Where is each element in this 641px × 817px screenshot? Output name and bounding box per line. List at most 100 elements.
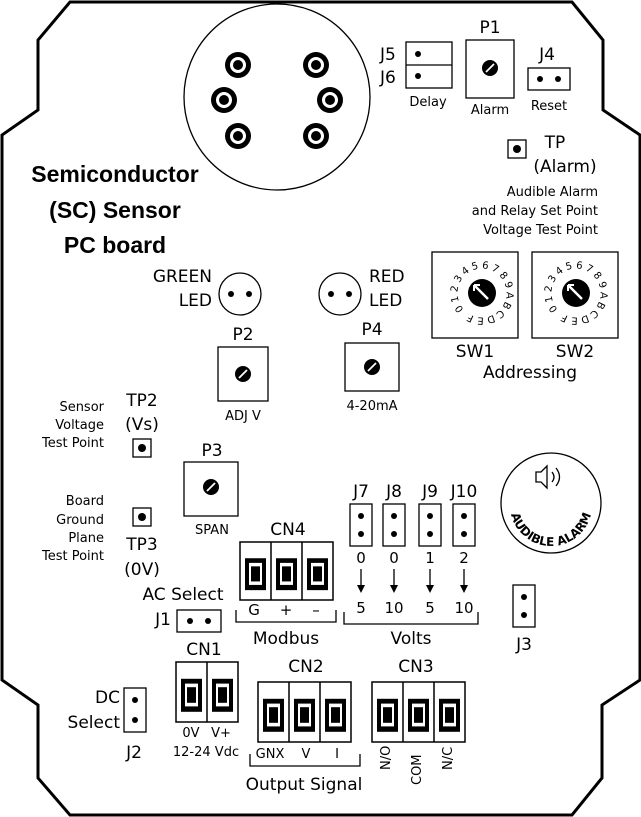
j3-jumper[interactable] xyxy=(512,584,536,628)
tp-alarm-testpoint[interactable] xyxy=(507,139,527,159)
dial-char: 2 xyxy=(543,285,555,293)
tp3-label: TP3 xyxy=(125,535,157,555)
cn4-pin-plus: + xyxy=(280,601,293,619)
modbus-label: Modbus xyxy=(253,629,319,649)
cn2-connector[interactable] xyxy=(257,681,352,743)
jumper-top-value: 0 xyxy=(389,549,399,567)
tp2-testpoint[interactable] xyxy=(132,438,152,458)
board-title-line1: Semiconductor xyxy=(31,161,198,187)
cn3-pin-no: N/O xyxy=(379,746,394,770)
jumper-bottom-value: 5 xyxy=(356,599,366,617)
reset-label: Reset xyxy=(531,99,567,114)
speaker-icon xyxy=(535,464,561,490)
dial-char: 6 xyxy=(481,260,489,272)
j5-label: J5 xyxy=(379,45,396,65)
jumper-top-value: 0 xyxy=(356,549,366,567)
green-led-label1: GREEN xyxy=(153,267,212,287)
cn2-pin-gnx: GNX xyxy=(256,747,285,762)
j1-jumper[interactable] xyxy=(176,609,222,633)
tp3-desc-line3: Plane xyxy=(68,531,104,546)
dial-char: 7 xyxy=(584,263,595,276)
tp2-desc-line1: Sensor xyxy=(59,400,104,415)
cn4-connector[interactable] xyxy=(239,541,334,601)
cn2-label: CN2 xyxy=(288,657,323,677)
dial-char: 4 xyxy=(554,265,566,278)
audible-alarm: AUDIBLE ALARM xyxy=(500,452,602,554)
jumper-label: J7 xyxy=(352,482,369,502)
dial-char: 3 xyxy=(547,274,560,285)
volts-bracket xyxy=(343,612,479,625)
j6-label: J6 xyxy=(379,68,396,88)
tp-desc-line3: Voltage Test Point xyxy=(483,223,598,238)
dial-char: D xyxy=(485,312,496,325)
dial-char: F xyxy=(465,311,475,324)
cn2-pin-v: V xyxy=(302,747,311,762)
sensor-pin xyxy=(225,52,251,78)
sensor-pins xyxy=(211,52,343,149)
dial-char: 4 xyxy=(460,265,472,278)
delay-label: Delay xyxy=(409,95,447,110)
volts-label: Volts xyxy=(391,629,432,649)
j5-j6-jumper[interactable] xyxy=(405,41,453,89)
red-led-label2: LED xyxy=(369,291,402,311)
dial-char: E xyxy=(477,314,484,325)
dial-char: D xyxy=(579,312,590,325)
dial-char: 3 xyxy=(453,274,466,285)
sensor-pin xyxy=(303,52,329,78)
dial-char: 7 xyxy=(490,263,501,276)
sensor-pin xyxy=(225,123,251,149)
dial-char: 1 xyxy=(544,295,556,304)
dial-char: 8 xyxy=(497,270,510,282)
tp3-desc-line2: Ground xyxy=(56,513,104,528)
tp3-0v-label: (0V) xyxy=(124,560,160,580)
cn3-connector[interactable] xyxy=(371,681,466,743)
dial-char: 0 xyxy=(454,303,467,315)
dial-char: 9 xyxy=(596,280,608,289)
cn3-label: CN3 xyxy=(398,657,433,677)
jumper-label: J9 xyxy=(421,482,438,502)
dial-char: 1 xyxy=(450,295,462,304)
green-led-label2: LED xyxy=(179,291,212,311)
j3-label: J3 xyxy=(515,635,532,655)
tp3-testpoint[interactable] xyxy=(132,507,152,527)
cn1-label: CN1 xyxy=(186,640,221,660)
p1-potentiometer[interactable] xyxy=(465,39,515,99)
p4-label: P4 xyxy=(361,320,382,340)
dial-char: B xyxy=(500,300,513,311)
j4-jumper[interactable] xyxy=(527,67,571,91)
modbus-bracket xyxy=(235,610,337,623)
dial-char: E xyxy=(571,314,578,325)
p3-label: P3 xyxy=(201,441,222,461)
p2-potentiometer[interactable] xyxy=(217,346,269,402)
tp-desc-line2: and Relay Set Point xyxy=(472,204,598,219)
tp-label: TP xyxy=(544,133,566,153)
green-led xyxy=(218,272,262,316)
p1-label: P1 xyxy=(479,18,500,38)
j2-jumper[interactable] xyxy=(123,687,147,733)
cn4-label: CN4 xyxy=(270,520,305,540)
tp2-vs-label: (Vs) xyxy=(125,415,159,435)
red-led-label1: RED xyxy=(369,267,405,287)
cn1-connector[interactable] xyxy=(175,661,239,723)
dial-char: 5 xyxy=(565,261,574,273)
p4-4-20ma-label: 4-20mA xyxy=(346,399,397,414)
jumper-label: J8 xyxy=(385,482,402,502)
jumper-top-value: 1 xyxy=(425,549,435,567)
p4-potentiometer[interactable] xyxy=(344,342,400,392)
ac-select-label: AC Select xyxy=(142,585,223,605)
tp3-desc-line4: Test Point xyxy=(41,549,104,564)
red-led xyxy=(318,272,362,316)
p3-potentiometer[interactable] xyxy=(183,461,239,517)
voltage-jumper-j7[interactable]: J7 0 5 xyxy=(349,482,373,617)
sensor-socket xyxy=(183,3,371,191)
cn1-voltage-desc: 12-24 Vdc xyxy=(173,745,239,760)
tp-alarm-label: (Alarm) xyxy=(533,157,596,177)
dc-select-label1: DC xyxy=(95,688,120,708)
cn1-pin-vplus: V+ xyxy=(211,726,231,741)
